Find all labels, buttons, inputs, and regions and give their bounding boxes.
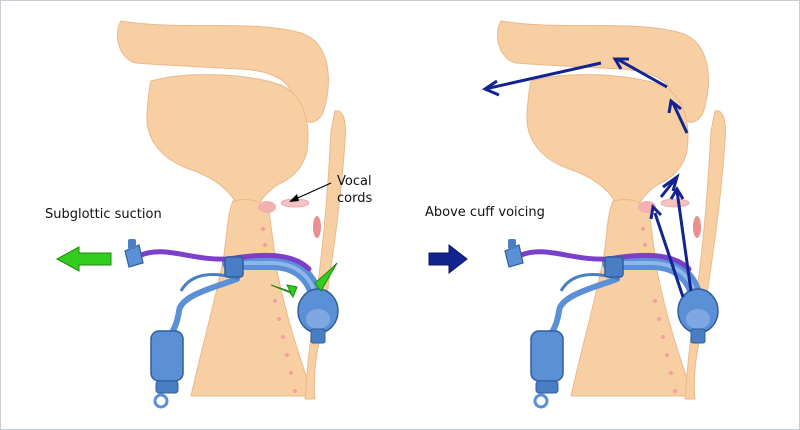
subglottic-suction-label: Subglottic suction (45, 207, 162, 222)
voicing-inflow-arrow (428, 243, 468, 275)
above-cuff-voicing-label: Above cuff voicing (425, 205, 545, 220)
vocal-cords-label-line2: cords (337, 191, 373, 206)
panel-above-cuff-voicing (428, 21, 726, 407)
vocal-cords-label: Vocal cords (337, 173, 372, 207)
panel-subglottic-suction (55, 21, 346, 407)
suction-outflow-arrow (55, 246, 112, 272)
suction-flow-arrow-2 (314, 262, 338, 292)
voicing-flow-arrows (481, 57, 693, 298)
vocal-cords-label-line1: Vocal (337, 174, 372, 189)
suction-flow-arrow-1 (270, 284, 298, 299)
